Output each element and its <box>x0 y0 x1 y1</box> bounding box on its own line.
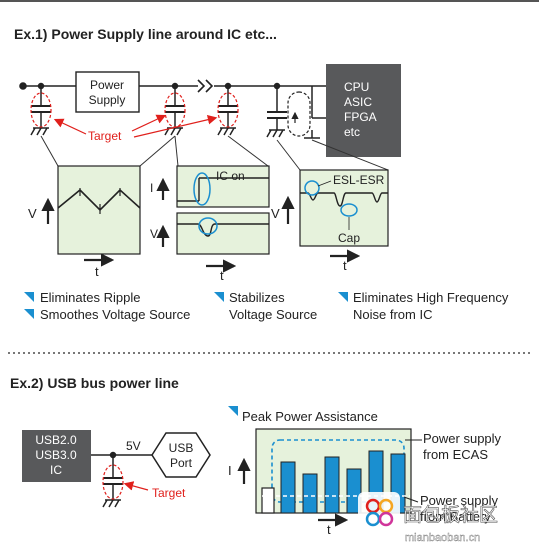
ex2-title: Ex.2) USB bus power line <box>10 375 179 391</box>
graph2-bottom-y-label: V <box>150 227 158 241</box>
usb-port-label-2: Port <box>170 456 193 470</box>
ex2-graph-x-label: t <box>327 522 331 537</box>
usb-box-label-2: USB3.0 <box>35 448 77 462</box>
benefit-1: Eliminates Ripple Smoothes Voltage Sourc… <box>24 290 190 322</box>
target-circle-1 <box>30 92 52 128</box>
capacitor-4 <box>266 82 287 138</box>
target-circle-3 <box>217 92 239 128</box>
graph1-x-label: t <box>95 264 99 279</box>
benefit-2-line-1: Stabilizes <box>229 290 285 305</box>
ic-loop-wire <box>304 86 326 139</box>
connector-lines <box>40 135 389 171</box>
watermark-text: 面包板社区 <box>403 504 498 526</box>
benefit-2-line-2: Voltage Source <box>229 307 317 322</box>
benefit-3-line-2: Noise from IC <box>353 307 432 322</box>
usb-box-label-1: USB2.0 <box>35 433 77 447</box>
ex2-graph-y-label: I <box>228 463 232 478</box>
usb-ic-box: USB2.0 USB3.0 IC <box>22 430 91 482</box>
watermark: 面包板社区 mianbaoban.cn <box>358 492 498 544</box>
power-supply-label-1: Power <box>90 78 124 92</box>
power-supply-label-2: Supply <box>89 93 126 107</box>
usb-capacitor <box>102 451 123 508</box>
graph3-y-label: V <box>271 206 280 221</box>
watermark-url: mianbaoban.cn <box>405 532 480 544</box>
graph2: IC on I V t <box>150 165 270 283</box>
ex1-target-label: Target <box>88 129 122 143</box>
graph2-x-label: t <box>220 268 224 283</box>
usb-target-circle <box>102 464 124 500</box>
cpu-label-1: CPU <box>344 80 369 94</box>
usb-port: USB Port <box>151 432 211 478</box>
target-arrow-2 <box>131 114 167 132</box>
usb-target-arrow <box>123 481 149 491</box>
target-arrow-3 <box>133 114 218 138</box>
peak-marker <box>228 406 238 416</box>
power-supply-box: Power Supply <box>75 71 140 113</box>
ex2-target-label: Target <box>152 486 186 500</box>
graph2-annotation: IC on <box>216 169 245 183</box>
target-arrow-1 <box>53 118 87 135</box>
legend-1-line-1: Power supply <box>423 431 502 446</box>
benefit-3-line-1: Eliminates High Frequency <box>353 290 509 305</box>
ex2-legend: Power supply from ECAS Power supply from… <box>403 431 502 524</box>
cpu-label-3: FPGA <box>344 110 377 124</box>
graph1-y-label: V <box>28 206 37 221</box>
graph2-top-y-label: I <box>150 181 153 195</box>
cpu-label-4: etc <box>344 125 360 139</box>
cpu-box: CPU ASIC FPGA etc <box>326 64 401 157</box>
ex1-power-line <box>19 79 326 93</box>
ex1-title: Ex.1) Power Supply line around IC etc... <box>14 26 277 42</box>
graph3: ESL-ESR Cap V t <box>271 169 389 273</box>
cpu-label-2: ASIC <box>344 95 372 109</box>
ex2-voltage-label: 5V <box>126 439 141 453</box>
peak-power-label: Peak Power Assistance <box>242 409 378 424</box>
graph3-annotation-top: ESL-ESR <box>333 173 385 187</box>
legend-2-line-1: Power supply <box>420 493 499 508</box>
benefit-1-line-1: Eliminates Ripple <box>40 290 140 305</box>
usb-port-label-1: USB <box>169 441 194 455</box>
current-loop <box>287 91 311 137</box>
legend-1-line-2: from ECAS <box>423 447 488 462</box>
benefit-1-line-2: Smoothes Voltage Source <box>40 307 190 322</box>
usb-box-label-3: IC <box>50 463 62 477</box>
graph3-x-label: t <box>343 258 347 273</box>
capacitor-3 <box>217 82 238 136</box>
graph3-annotation-bottom: Cap <box>338 231 360 245</box>
benefit-2: Stabilizes Voltage Source <box>214 290 317 322</box>
graph1: V t <box>28 165 141 279</box>
capacitor-1 <box>30 82 51 136</box>
legend-2-line-2: from Battery <box>420 509 491 524</box>
benefit-3: Eliminates High Frequency Noise from IC <box>338 290 509 322</box>
